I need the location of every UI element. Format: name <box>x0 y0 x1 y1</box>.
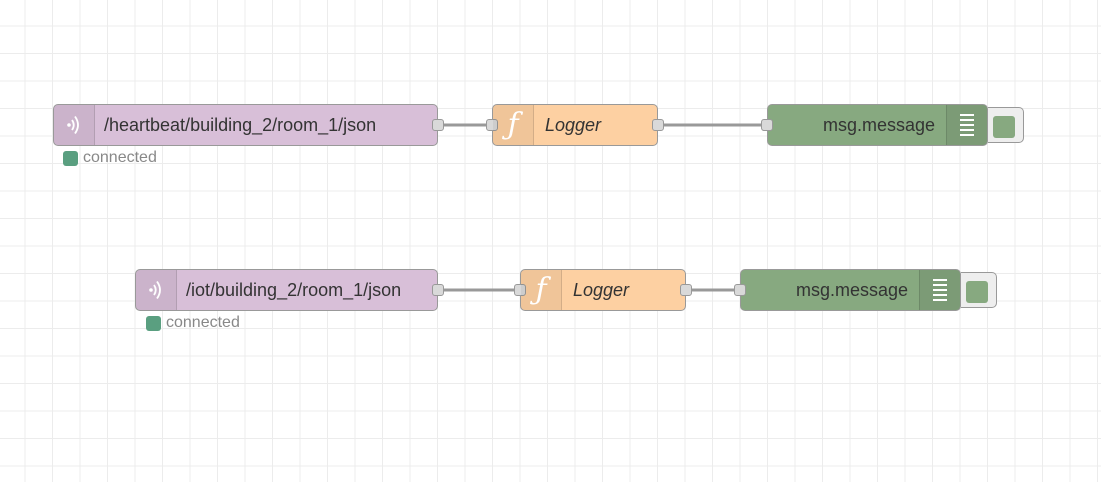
input-port[interactable] <box>734 284 746 296</box>
status-text: connected <box>166 314 240 331</box>
output-port[interactable] <box>432 284 444 296</box>
input-port[interactable] <box>486 119 498 131</box>
function-node[interactable]: ƒ Logger <box>486 104 664 146</box>
function-name-label: Logger <box>545 114 602 135</box>
list-icon <box>946 105 987 145</box>
input-port[interactable] <box>514 284 526 296</box>
debug-label: msg.message <box>822 114 935 135</box>
output-port[interactable] <box>432 119 444 131</box>
node-status: connected <box>146 314 240 332</box>
mqtt-topic-label: /heartbeat/building_2/room_1/json <box>104 114 377 135</box>
bridge-icon <box>136 270 177 310</box>
input-port[interactable] <box>761 119 773 131</box>
mqtt-in-node[interactable]: /heartbeat/building_2/room_1/json <box>53 104 444 146</box>
status-connected-icon <box>63 150 78 166</box>
status-connected-icon <box>146 315 161 331</box>
debug-label: msg.message <box>795 279 908 300</box>
debug-node[interactable]: msg.message <box>761 104 1024 146</box>
output-port[interactable] <box>652 119 664 131</box>
node-status: connected <box>63 149 157 167</box>
function-icon: ƒ <box>521 270 562 310</box>
debug-toggle-button[interactable] <box>961 272 997 308</box>
function-icon: ƒ <box>493 105 534 145</box>
debug-toggle-button[interactable] <box>988 107 1024 143</box>
output-port[interactable] <box>680 284 692 296</box>
status-text: connected <box>83 149 157 166</box>
mqtt-in-node[interactable]: /iot/building_2/room_1/json <box>135 269 444 311</box>
list-icon <box>919 270 960 310</box>
function-name-label: Logger <box>573 279 630 300</box>
function-node[interactable]: ƒ Logger <box>514 269 692 311</box>
mqtt-topic-label: /iot/building_2/room_1/json <box>186 279 402 300</box>
bridge-icon <box>54 105 95 145</box>
debug-toggle-indicator <box>993 116 1015 138</box>
debug-node[interactable]: msg.message <box>734 269 997 311</box>
debug-toggle-indicator <box>966 281 988 303</box>
